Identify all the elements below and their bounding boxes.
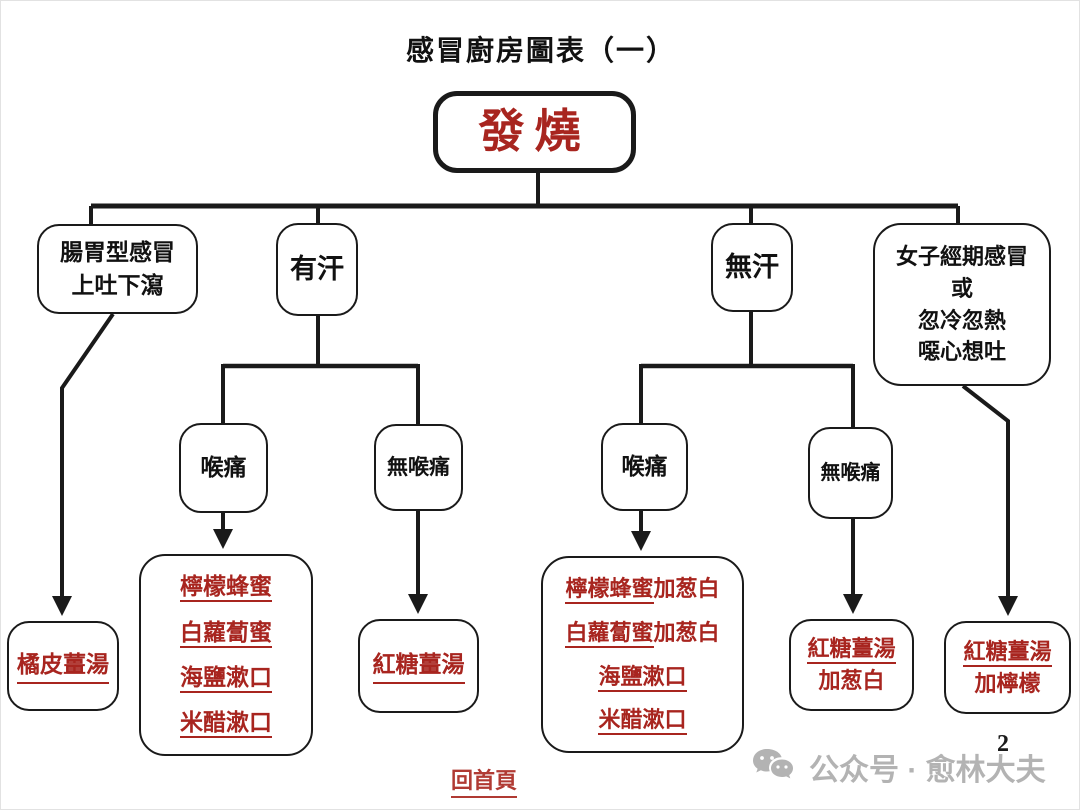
node-sweating: 有汗 bbox=[276, 223, 358, 316]
remedy-brown-sugar-ginger-lemon: 紅糖薑湯 加檸檬 bbox=[944, 621, 1071, 714]
remedy-lemon-honey-scallion-u: 檸檬蜂蜜 bbox=[565, 575, 654, 604]
wechat-icon bbox=[753, 749, 793, 779]
node-fever-label: 發燒 bbox=[478, 105, 591, 157]
remedy-radish-honey-scallion-u: 白蘿蔔蜜 bbox=[565, 619, 654, 648]
remedy-rice-vinegar-gargle: 米醋漱口 bbox=[180, 710, 272, 739]
remedy-bsgl-plain: 加檸檬 bbox=[974, 670, 1041, 696]
page-title: 感冒廚房圖表（一） bbox=[405, 36, 676, 67]
page-number: 2 bbox=[997, 731, 1009, 757]
node-no-sweating: 無汗 bbox=[711, 223, 793, 312]
remedy-orange-peel-label: 橘皮薑湯 bbox=[17, 648, 109, 685]
remedy-sea-salt-gargle-2: 海鹽漱口 bbox=[598, 663, 687, 692]
watermark-text: 公众号 · 愈林大夫 bbox=[809, 754, 1046, 787]
remedy-radish-honey-scallion-plain: 加葱白 bbox=[653, 619, 720, 645]
remedy-brown-sugar-label: 紅糖薑湯 bbox=[372, 648, 465, 685]
remedy-bsgs-underlined: 紅糖薑湯 bbox=[807, 636, 896, 665]
node-menstrual-line4: 噁心想吐 bbox=[917, 339, 1006, 365]
remedy-sweat-throat-list: 檸檬蜂蜜 白蘿蔔蜜 海鹽漱口 米醋漱口 bbox=[139, 554, 313, 756]
node-no-sweating-label: 無汗 bbox=[725, 251, 779, 282]
node-menstrual-line2: 或 bbox=[950, 275, 973, 301]
remedy-white-radish-honey: 白蘿蔔蜜 bbox=[180, 619, 272, 648]
remedy-bsgl-underlined: 紅糖薑湯 bbox=[963, 638, 1052, 667]
remedy-brown-sugar-ginger-scallion: 紅糖薑湯 加葱白 bbox=[789, 619, 914, 711]
node-stomach-flu: 腸胃型感冒 上吐下瀉 bbox=[37, 224, 198, 314]
node-sweat-no-sore-throat-label: 無喉痛 bbox=[387, 455, 450, 480]
node-fever: 發燒 bbox=[433, 91, 636, 173]
remedy-lemon-honey-scallion-plain: 加葱白 bbox=[653, 575, 720, 601]
remedy-orange-peel-ginger-soup: 橘皮薑湯 bbox=[7, 621, 119, 711]
node-menstrual-cold: 女子經期感冒 或 忽冷忽熱 噁心想吐 bbox=[873, 223, 1051, 386]
node-nosweat-sore-throat: 喉痛 bbox=[601, 423, 688, 511]
node-menstrual-line1: 女子經期感冒 bbox=[895, 243, 1028, 269]
node-stomach-flu-line2: 上吐下瀉 bbox=[71, 273, 164, 298]
remedy-nosweat-throat-list: 檸檬蜂蜜加葱白 白蘿蔔蜜加葱白 海鹽漱口 米醋漱口 bbox=[541, 556, 744, 753]
remedy-bsgs-plain: 加葱白 bbox=[818, 668, 885, 693]
home-page-link[interactable]: 回首頁 bbox=[451, 763, 518, 798]
node-nosweat-sore-throat-label: 喉痛 bbox=[621, 454, 668, 480]
node-stomach-flu-line1: 腸胃型感冒 bbox=[60, 239, 175, 265]
node-menstrual-line3: 忽冷忽熱 bbox=[917, 307, 1006, 333]
node-sweat-sore-throat-label: 喉痛 bbox=[200, 455, 247, 481]
watermark: 公众号 · 愈林大夫 bbox=[751, 745, 1046, 789]
node-nosweat-no-sore-throat: 無喉痛 bbox=[808, 427, 893, 519]
remedy-rice-vinegar-gargle-2: 米醋漱口 bbox=[598, 707, 687, 736]
remedy-sea-salt-gargle: 海鹽漱口 bbox=[180, 665, 272, 693]
node-sweating-label: 有汗 bbox=[290, 253, 344, 284]
remedy-brown-sugar-ginger-soup: 紅糖薑湯 bbox=[358, 619, 479, 713]
node-sweat-sore-throat: 喉痛 bbox=[179, 423, 268, 513]
remedy-lemon-honey: 檸檬蜂蜜 bbox=[180, 574, 272, 603]
node-nosweat-no-sore-throat-label: 無喉痛 bbox=[820, 461, 881, 484]
node-sweat-no-sore-throat: 無喉痛 bbox=[374, 424, 463, 511]
